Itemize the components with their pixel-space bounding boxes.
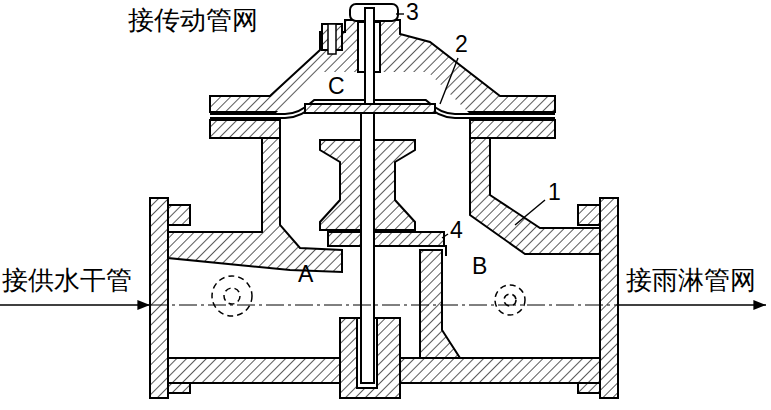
chamber-letter: B [472,254,487,279]
callout-number: 3 [406,0,419,25]
valve-body [150,20,618,398]
leader-lines [396,14,545,238]
flow-line [0,304,766,305]
callout-number: 1 [548,180,561,205]
chamber-letter: C [328,74,345,99]
callout-number: 4 [450,218,463,243]
diaphragm [210,102,555,116]
pipe-label: 接雨淋管网 [626,266,756,295]
callout-number: 2 [455,32,468,57]
pipe-label: 接传动管网 [128,6,258,35]
pipe-label: 接供水干管 [2,266,132,295]
port-circles [212,276,525,316]
stem-parts [305,4,446,383]
chamber-letter: A [298,262,313,287]
